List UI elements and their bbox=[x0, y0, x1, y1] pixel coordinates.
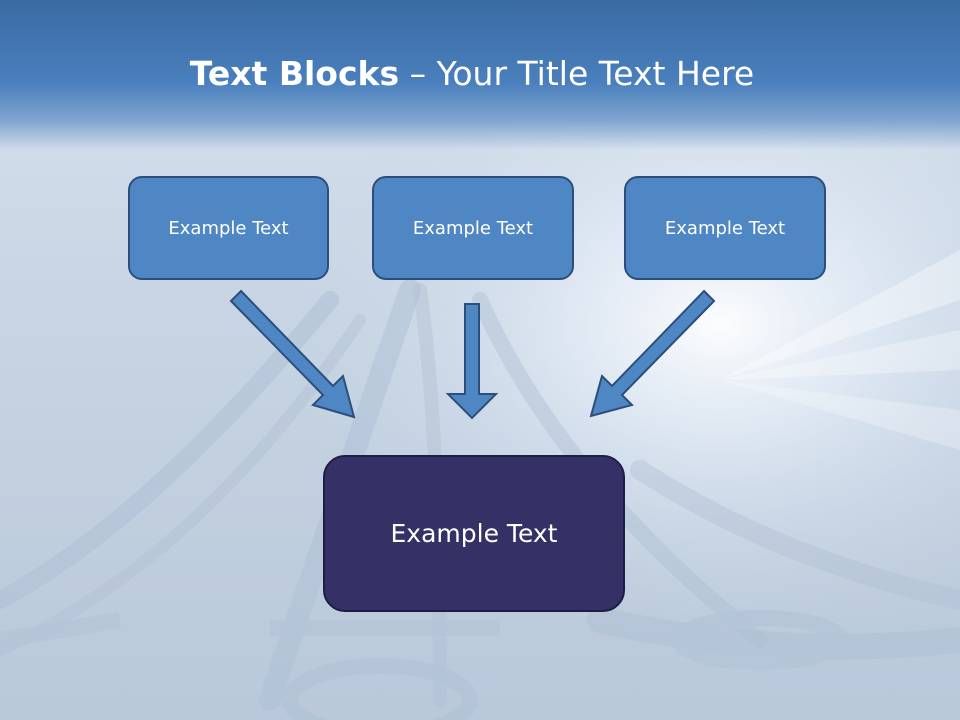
arrow-left bbox=[229, 289, 356, 419]
slide-title: Text Blocks – Your Title Text Here bbox=[0, 52, 944, 96]
target-block[interactable]: Example Text bbox=[323, 455, 625, 612]
text-block-3-label: Example Text bbox=[664, 217, 786, 239]
arrow-center bbox=[445, 303, 499, 420]
text-block-2[interactable]: Example Text bbox=[372, 176, 574, 280]
target-block-label: Example Text bbox=[390, 519, 558, 548]
header-band bbox=[0, 0, 960, 150]
text-block-3[interactable]: Example Text bbox=[624, 176, 826, 280]
text-block-1[interactable]: Example Text bbox=[128, 176, 329, 280]
text-block-1-label: Example Text bbox=[168, 217, 289, 239]
title-bold: Text Blocks bbox=[189, 54, 400, 93]
text-block-2-label: Example Text bbox=[412, 217, 534, 239]
title-rest: – Your Title Text Here bbox=[399, 54, 755, 93]
arrow-right bbox=[589, 289, 716, 418]
